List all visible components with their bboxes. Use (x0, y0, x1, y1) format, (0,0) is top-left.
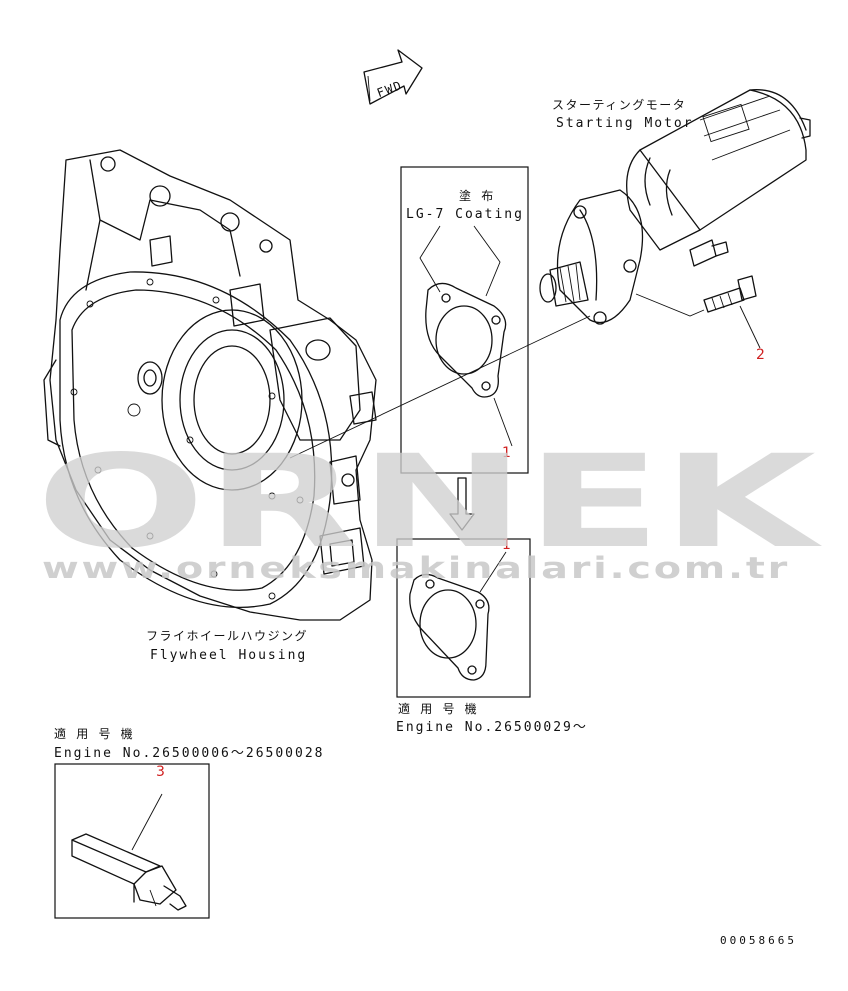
new-applicability-en: Engine No.26500029～ (396, 720, 588, 735)
drawing-number: 00058665 (720, 934, 797, 947)
gasket-top (425, 282, 507, 398)
callout-2: 2 (756, 347, 765, 363)
new-applicability-jp: 適 用 号 機 (398, 701, 478, 716)
down-arrow-icon (449, 477, 475, 531)
starting-motor-label-en: Starting Motor (556, 116, 694, 131)
gasket-bottom (409, 573, 490, 681)
flywheel-housing-label-jp: フライホイールハウジング (146, 629, 308, 643)
gasket-detail-box (400, 166, 529, 474)
callout-3: 3 (156, 764, 165, 780)
flywheel-housing-label-en: Flywheel Housing (150, 648, 307, 663)
coating-label-en: LG-7 Coating (406, 207, 524, 222)
callout-1-bottom: 1 (502, 537, 511, 553)
coating-label-jp: 塗 布 (459, 188, 495, 203)
old-applicability-en: Engine No.26500006～26500028 (54, 746, 325, 761)
pin-part-3 (71, 833, 187, 911)
fwd-arrow-icon: FWD (363, 49, 423, 105)
watermark-url: www.orneksmakinalari.com.tr (42, 551, 790, 585)
starting-motor-label-jp: スターティングモータ (552, 98, 686, 112)
fwd-label: FWD (375, 78, 404, 100)
old-applicability-jp: 適 用 号 機 (54, 726, 134, 741)
part-3-box (54, 763, 210, 919)
gasket-new-box (396, 538, 531, 698)
bolt-part-2 (703, 275, 757, 313)
callout-1-top: 1 (502, 445, 511, 461)
watermark-main: ORNEK (36, 428, 823, 577)
flywheel-housing (43, 149, 377, 621)
starting-motor (539, 89, 811, 325)
